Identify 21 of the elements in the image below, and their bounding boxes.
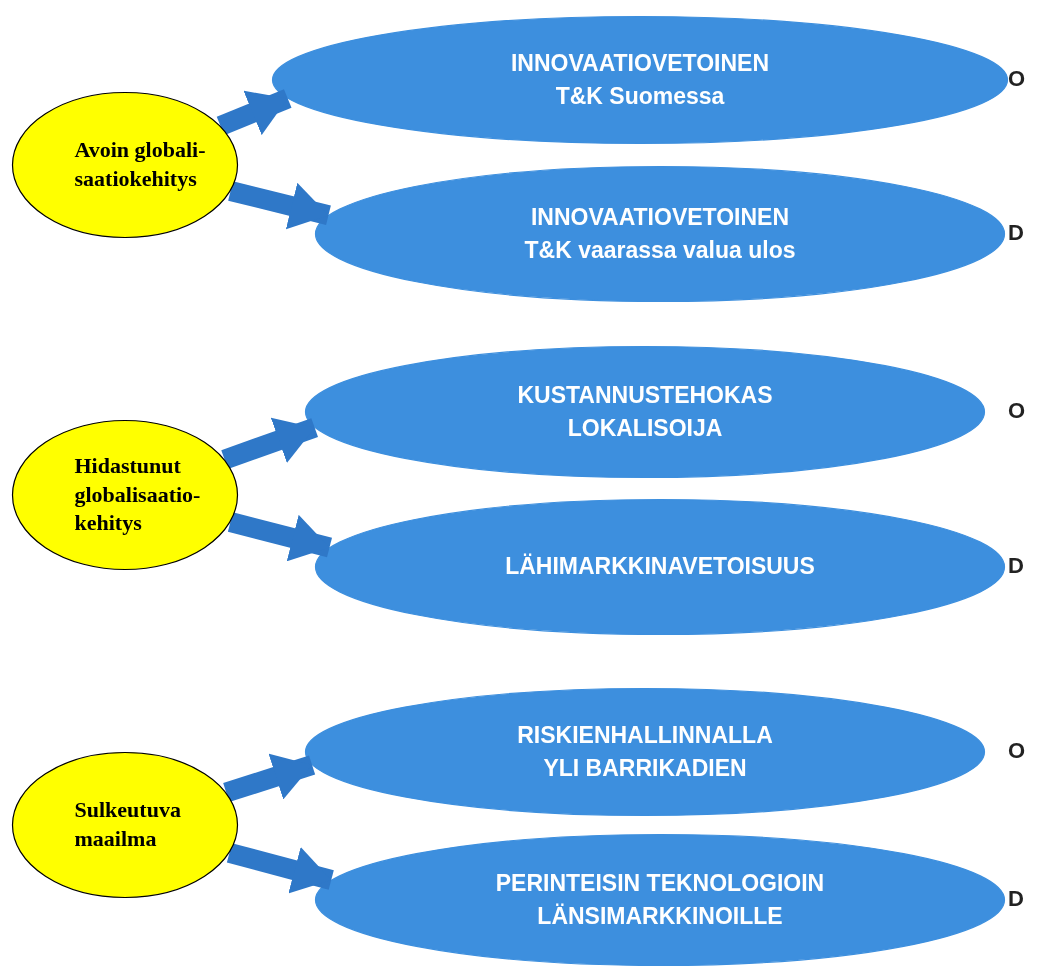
arrow [216,89,292,136]
scenario-letter: D [1008,886,1024,912]
scenario-letter: O [1008,738,1026,764]
strategy-label: RISKIENHALLINNALLA YLI BARRIKADIEN [516,720,774,783]
arrow [227,512,332,562]
strategy-label: PERINTEISIN TEKNOLOGIOIN LÄNSIMARKKINOILLE [494,868,826,931]
strategy-label: INNOVAATIOVETOINEN T&K vaarassa valua ulos [523,202,797,265]
scenario-letter: D [1008,220,1024,246]
scenario-letter: D [1008,553,1024,579]
arrow [226,843,334,894]
scenario-label: Hidastunut globalisaatio- kehitys [74,452,202,538]
strategy-label: KUSTANNUSTEHOKAS LOKALISOIJA [516,380,774,443]
arrow [221,417,319,470]
scenario-label: Sulkeutuva maailma [74,796,182,853]
strategy-label: INNOVAATIOVETOINEN T&K Suomessa [509,48,771,111]
scenario-letter: O [1008,66,1026,92]
arrow [228,181,331,230]
scenario-label: Avoin globali- saatiokehitys [74,136,207,193]
strategy-label: LÄHIMARKKINAVETOISUUS [504,552,816,582]
arrow [223,753,316,803]
scenario-letter: O [1008,398,1026,424]
